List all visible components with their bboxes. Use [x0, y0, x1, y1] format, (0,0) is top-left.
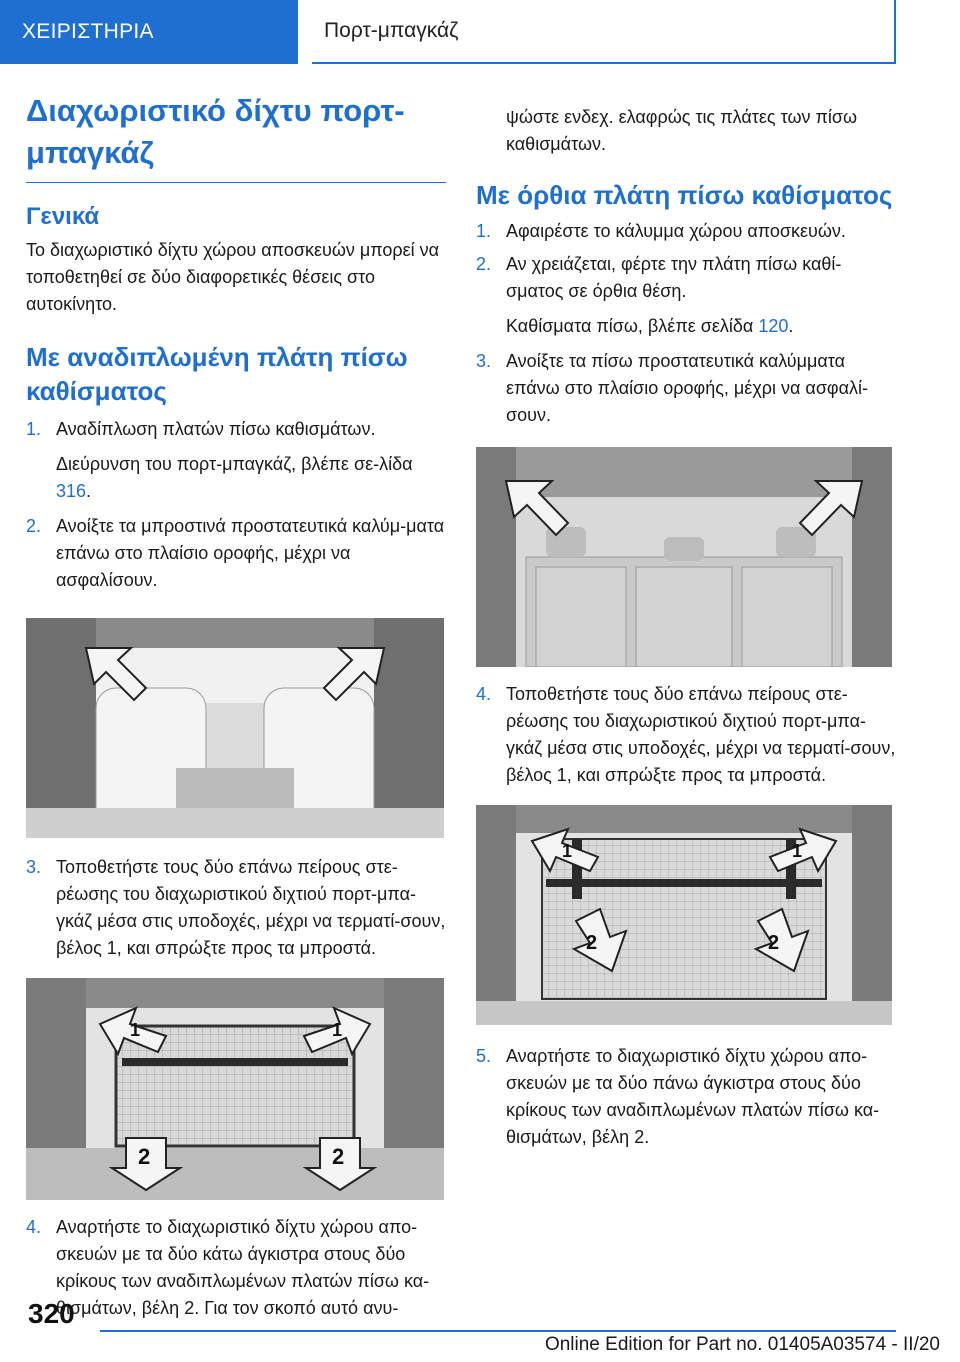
net-folded-seats-figure: 1 1 2 2 [26, 978, 444, 1200]
arrow-2-right-icon [753, 907, 810, 973]
general-text: Το διαχωριστικό δίχτυ χώρου αποσκευών μπ… [26, 240, 440, 314]
step-number: 2. [26, 516, 42, 536]
header-section-tab: ΧΕΙΡΙΣΤΗΡΙΑ [0, 0, 298, 64]
step-text: Ανοίξτε τα μπροστινά προστατευτικά καλύμ… [56, 516, 445, 590]
arrow-right-icon [798, 480, 864, 537]
left-step-3: 3. Τοποθετήστε τους δύο επάνω πείρους στ… [26, 854, 446, 962]
step-number: 2. [476, 254, 492, 274]
step-text: Αναρτήστε το διαχωριστικό δίχτυ χώρου απ… [56, 1217, 430, 1318]
footer-divider [100, 1330, 896, 1332]
arrow-2-left-label: 2 [586, 932, 597, 954]
right-step-2: 2. Αν χρειάζεται, φέρτε την πλάτη πίσω κ… [476, 251, 896, 305]
left-column: Διαχωριστικό δίχτυ πορτ-μπαγκάζ Γενικά Τ… [26, 90, 446, 1322]
step-text: Τοποθετήστε τους δύο επάνω πείρους στε-ρ… [56, 857, 446, 958]
arrow-1-left-label: 1 [562, 841, 572, 861]
page-title: Διαχωριστικό δίχτυ πορτ-μπαγκάζ [26, 90, 446, 183]
step-text: Ανοίξτε τα πίσω προστατευτικά καλύμματα … [506, 351, 868, 425]
header-chapter-title: Πορτ-μπαγκάζ [312, 0, 896, 64]
arrow-2-left-label: 2 [138, 1144, 150, 1169]
arrow-2-right-label: 2 [768, 932, 779, 954]
reference-text: Διεύρυνση του πορτ-μπαγκάζ, βλέπε σε-λίδ… [56, 454, 413, 474]
page-link-120[interactable]: 120 [758, 316, 789, 336]
net-upright-seats-figure: 1 1 2 2 [476, 805, 892, 1025]
arrow-1-right-icon [768, 827, 838, 874]
continuation-text: ψώστε ενδεχ. ελαφρώς τις πλάτες των πίσω… [506, 107, 858, 154]
reference-text: Καθίσματα πίσω, βλέπε σελίδα [506, 316, 754, 336]
left-step-1: 1. Αναδίπλωση πλατών πίσω καθισμάτων. [26, 416, 446, 443]
step-text: Αναρτήστε το διαχωριστικό δίχτυ χώρου απ… [506, 1046, 880, 1147]
interior-rear-figure [476, 447, 892, 667]
arrow-1-left-label: 1 [130, 1020, 140, 1040]
arrow-1-left-icon [530, 827, 600, 874]
step-text: Αν χρειάζεται, φέρτε την πλάτη πίσω καθί… [506, 254, 842, 301]
upright-seat-heading: Με όρθια πλάτη πίσω καθίσματος [476, 180, 893, 210]
arrow-2-left-icon [108, 1137, 184, 1192]
right-step-1: 1. Αφαιρέστε το κάλυμμα χώρου αποσκευών. [476, 218, 896, 245]
arrow-1-right-icon [302, 1006, 372, 1057]
step-number: 4. [26, 1217, 42, 1237]
right-step-3: 3. Ανοίξτε τα πίσω προστατευτικά καλύμμα… [476, 348, 896, 429]
left-step-2: 2. Ανοίξτε τα μπροστινά προστατευτικά κα… [26, 513, 446, 594]
left-step-4: 4. Αναρτήστε το διαχωριστικό δίχτυ χώρου… [26, 1214, 446, 1322]
arrow-right-icon [322, 647, 386, 702]
right-step-2-reference: Καθίσματα πίσω, βλέπε σελίδα 120. [506, 316, 794, 336]
arrow-1-right-label: 1 [332, 1020, 342, 1040]
arrow-2-right-label: 2 [332, 1144, 344, 1169]
right-column: ψώστε ενδεχ. ελαφρώς τις πλάτες των πίσω… [476, 104, 896, 1151]
step-number: 3. [26, 857, 42, 877]
page-link-316[interactable]: 316 [56, 481, 87, 501]
arrow-2-right-icon [302, 1137, 378, 1192]
folded-seat-heading: Με αναδιπλωμένη πλάτη πίσω καθίσματος [26, 342, 408, 406]
step-number: 1. [26, 419, 42, 439]
step-number: 4. [476, 684, 492, 704]
arrow-1-right-label: 1 [792, 841, 802, 861]
step-number: 5. [476, 1046, 492, 1066]
step-number: 1. [476, 221, 492, 241]
right-step-5: 5. Αναρτήστε το διαχωριστικό δίχτυ χώρου… [476, 1043, 896, 1151]
right-step-4: 4. Τοποθετήστε τους δύο επάνω πείρους στ… [476, 681, 896, 789]
footer-edition: Online Edition for Part no. 01405A03574 … [544, 1334, 940, 1355]
arrow-left-icon [504, 480, 570, 537]
step-text: Τοποθετήστε τους δύο επάνω πείρους στε-ρ… [506, 684, 896, 785]
page-number: 320 [28, 1298, 75, 1329]
arrow-1-left-icon [98, 1006, 168, 1057]
arrow-2-left-icon [571, 907, 628, 973]
arrow-left-icon [84, 647, 148, 702]
step-text: Αφαιρέστε το κάλυμμα χώρου αποσκευών. [506, 221, 846, 241]
general-heading: Γενικά [26, 203, 100, 230]
left-step-1-reference: Διεύρυνση του πορτ-μπαγκάζ, βλέπε σε-λίδ… [56, 454, 413, 501]
step-number: 3. [476, 351, 492, 371]
interior-front-figure [26, 618, 444, 838]
step-text: Αναδίπλωση πλατών πίσω καθισμάτων. [56, 419, 376, 439]
